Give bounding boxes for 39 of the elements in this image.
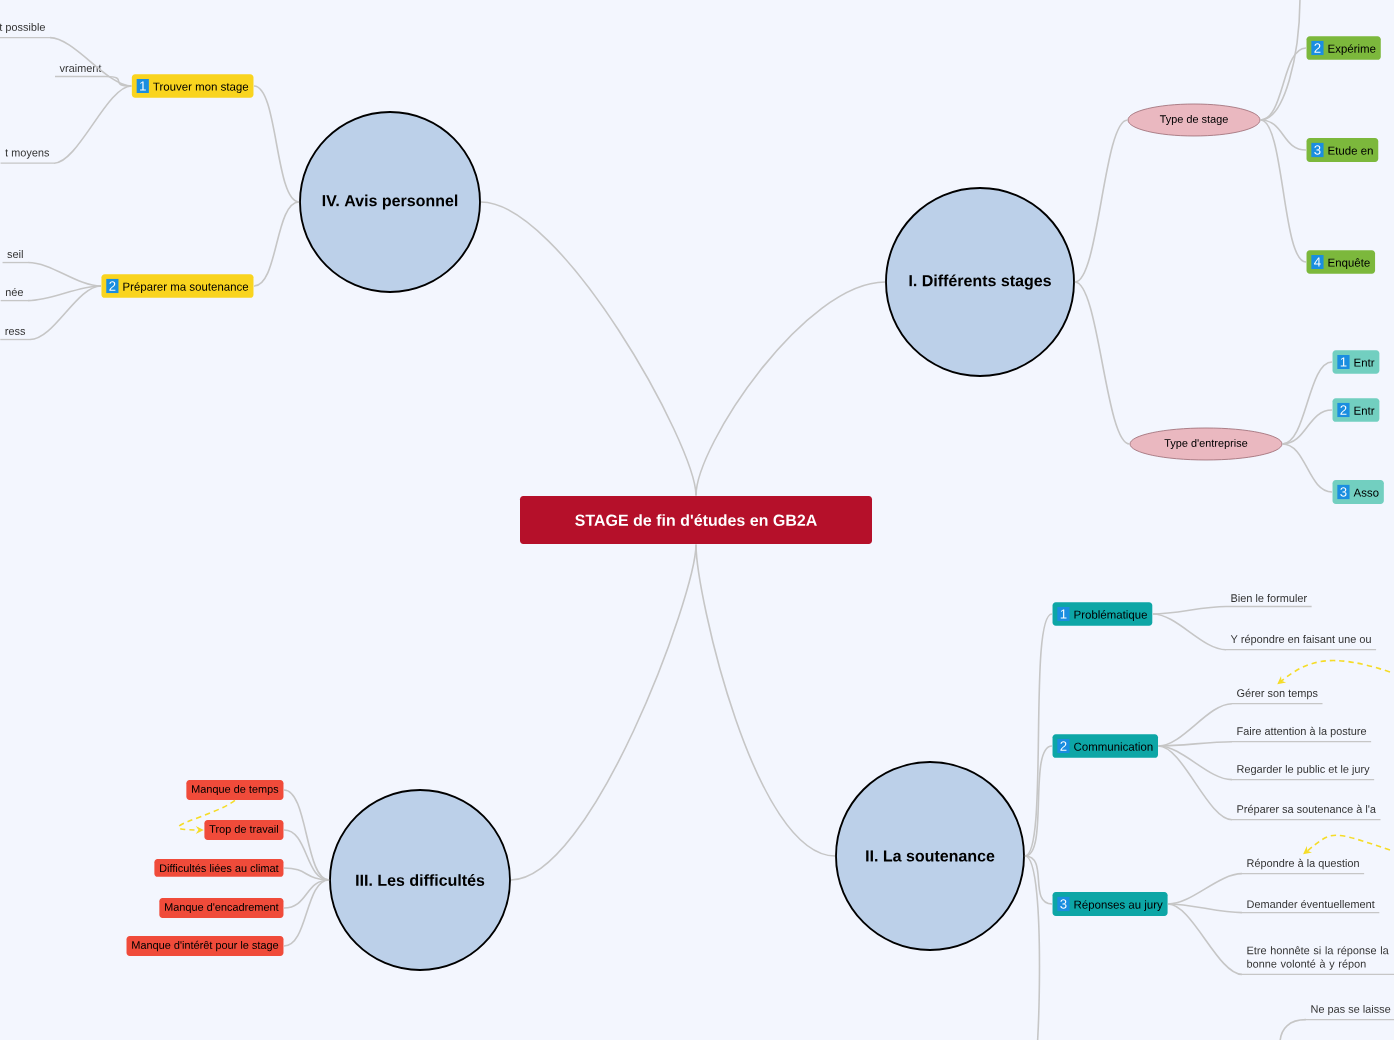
- connector-line: [253, 85, 300, 203]
- connector-line: [283, 829, 330, 881]
- connector-line: [1024, 855, 1053, 905]
- connector-line: [695, 281, 886, 497]
- connector-line: [1259, 47, 1307, 121]
- connector-line: [1167, 903, 1243, 914]
- arrow: [1303, 834, 1391, 855]
- connector-line: [253, 201, 300, 287]
- connector-line: [1074, 119, 1129, 283]
- connector-line: [49, 36, 133, 87]
- connector-line: [27, 261, 102, 287]
- connector-line: [283, 867, 330, 881]
- connector-line: [1167, 903, 1243, 976]
- connector-line: [1281, 361, 1333, 445]
- connector-line: [27, 285, 102, 302]
- central-topic-box: STAGE de fin d'études en GB2A: [520, 496, 872, 544]
- connector-line: [283, 879, 330, 947]
- connector-line: [283, 789, 330, 881]
- connector-line: [1157, 745, 1233, 821]
- connector-line: [29, 285, 102, 341]
- connector-line: [1279, 1018, 1307, 1040]
- connector-line: [1259, 119, 1307, 263]
- connector-line: [1152, 605, 1227, 615]
- connector-line: [1157, 745, 1233, 781]
- connector-line: [1259, 119, 1307, 151]
- connector-line: [1024, 745, 1053, 857]
- connector-line: [1024, 855, 1041, 1040]
- connector-line: [1152, 613, 1227, 651]
- connector-line: [510, 543, 697, 881]
- connector-line: [1074, 281, 1131, 445]
- connector-line: [1157, 740, 1233, 747]
- connector-line: [1281, 409, 1333, 445]
- connector-line: [105, 75, 133, 87]
- connector-line: [1281, 443, 1333, 493]
- connector-line: [53, 85, 133, 164]
- arrow: [1277, 659, 1391, 685]
- connector-line: [1024, 613, 1053, 857]
- connector-line: [283, 879, 330, 909]
- connector-line: [480, 201, 697, 497]
